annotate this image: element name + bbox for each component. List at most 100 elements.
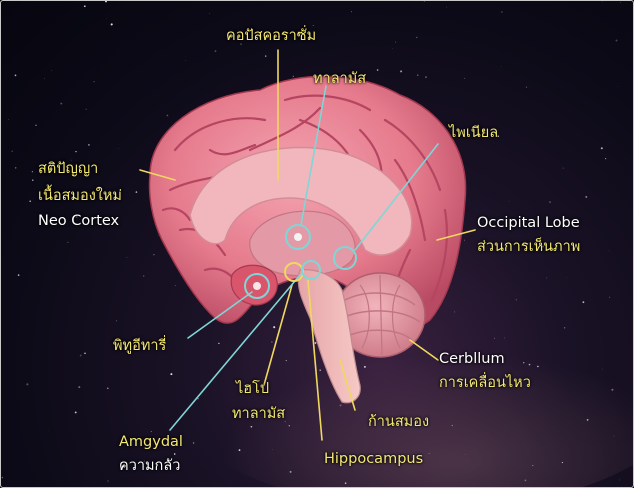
star xyxy=(8,119,9,121)
star xyxy=(454,311,456,313)
star xyxy=(278,35,281,38)
star xyxy=(173,453,176,455)
star xyxy=(135,191,138,193)
star xyxy=(105,0,107,3)
star xyxy=(528,363,531,366)
star xyxy=(60,102,63,105)
star xyxy=(428,453,430,454)
star xyxy=(29,200,32,203)
star xyxy=(209,13,210,14)
star xyxy=(83,5,86,8)
star xyxy=(494,337,495,339)
star xyxy=(497,135,500,137)
star xyxy=(48,429,50,431)
star xyxy=(264,55,267,57)
star xyxy=(392,48,394,49)
star xyxy=(400,70,403,73)
star xyxy=(292,75,295,78)
star xyxy=(501,11,503,13)
pointer-pineal xyxy=(354,143,439,251)
star xyxy=(271,448,273,450)
star xyxy=(620,2,621,3)
label-cerebellum-en: Cerbllum xyxy=(439,351,505,367)
star xyxy=(71,159,72,161)
star xyxy=(51,69,53,71)
star xyxy=(152,462,153,464)
star xyxy=(615,39,618,42)
star xyxy=(214,50,217,52)
star xyxy=(542,245,544,248)
pointer-brainstem xyxy=(339,359,356,411)
star xyxy=(192,442,195,444)
star xyxy=(0,237,1,239)
star xyxy=(564,327,566,329)
label-amygdala-th: ความกลัว xyxy=(119,458,181,474)
brainstem-shape xyxy=(297,269,361,404)
star xyxy=(75,151,77,153)
star xyxy=(582,301,585,304)
star xyxy=(106,18,108,19)
star xyxy=(463,239,465,241)
star xyxy=(523,362,525,364)
label-pituitary: พิทูอีทารี่ xyxy=(113,338,167,354)
star xyxy=(339,404,342,407)
star xyxy=(273,326,276,329)
label-occipital-en: Occipital Lobe xyxy=(477,215,580,231)
star xyxy=(32,179,34,181)
label-cerebellum-th: การเคลื่อนไหว xyxy=(439,375,531,391)
star xyxy=(74,411,77,414)
star xyxy=(277,408,279,410)
star xyxy=(416,426,418,427)
star xyxy=(88,144,90,146)
star xyxy=(75,215,78,218)
star xyxy=(150,430,152,433)
star xyxy=(525,86,527,88)
star xyxy=(549,201,551,203)
star xyxy=(334,459,336,461)
star xyxy=(166,114,169,117)
star xyxy=(508,200,510,202)
star xyxy=(395,41,397,43)
star xyxy=(312,24,314,26)
star xyxy=(363,365,366,368)
label-brainstem: ก้านสมอง xyxy=(368,414,430,430)
star xyxy=(174,285,176,287)
star xyxy=(601,0,603,2)
star xyxy=(93,81,95,83)
star xyxy=(319,369,321,371)
star xyxy=(142,275,145,277)
star xyxy=(288,424,291,427)
label-thalamus: ทาลามัส xyxy=(313,71,367,87)
star xyxy=(64,220,67,223)
star xyxy=(84,352,86,355)
star xyxy=(515,299,518,301)
star xyxy=(344,482,347,484)
label-pineal: ไพเนียล xyxy=(449,125,499,141)
star xyxy=(78,386,81,389)
label-neo-cortex-en: Neo Cortex xyxy=(38,213,120,229)
label-corpus-callosum: คอปัสคอราซั่ม xyxy=(226,28,317,44)
label-neo-cortex-th2: เนื้อสมองใหม่ xyxy=(38,188,122,204)
star xyxy=(504,337,505,339)
star xyxy=(418,423,420,425)
label-amygdala-en: Amgydal xyxy=(119,434,183,450)
star xyxy=(14,167,17,169)
star xyxy=(611,388,614,391)
star xyxy=(488,358,491,361)
star xyxy=(546,277,548,279)
pointer-hypothalamus xyxy=(263,284,293,386)
star xyxy=(562,167,564,169)
star xyxy=(197,398,199,400)
label-hypothalamus-2: ทาลามัส xyxy=(232,406,286,422)
star xyxy=(11,150,13,152)
star xyxy=(416,36,418,39)
star xyxy=(85,108,87,110)
star xyxy=(110,23,113,26)
star xyxy=(500,66,502,68)
star xyxy=(238,449,241,451)
milky-way-glow xyxy=(170,270,634,488)
star xyxy=(218,342,220,345)
star xyxy=(250,425,253,428)
star xyxy=(170,373,173,376)
